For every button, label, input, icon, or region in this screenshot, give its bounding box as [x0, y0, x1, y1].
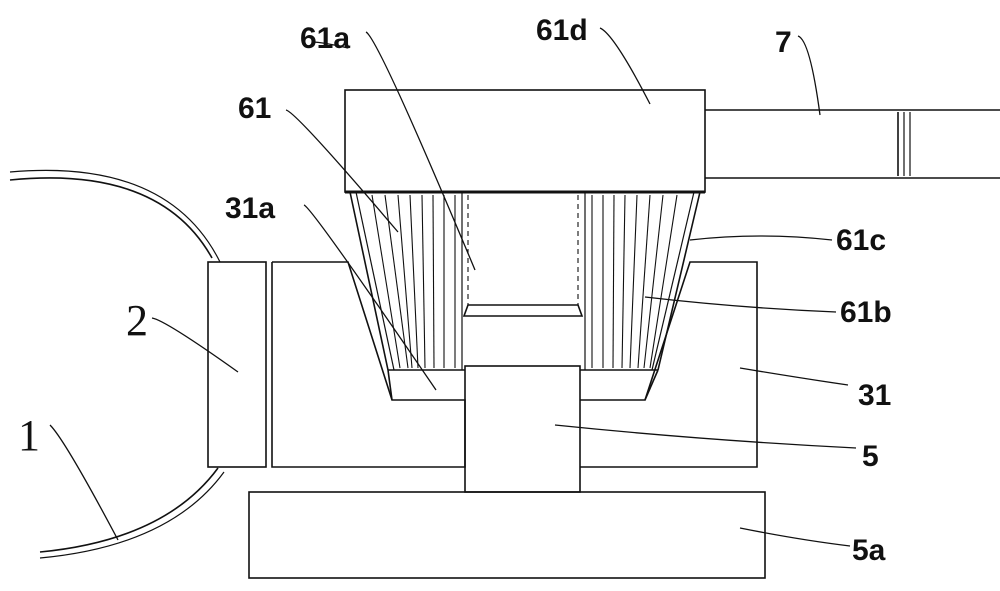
label-31a: 31a [225, 192, 275, 225]
part-61a-hollow [461, 192, 586, 370]
part-5a-base [248, 491, 766, 579]
part-61b-hatch-left [371, 194, 456, 369]
leader-lines [49, 27, 857, 547]
label-61d: 61d [536, 14, 588, 47]
part-1-arc [9, 169, 225, 559]
label-5: 5 [862, 440, 879, 473]
part-31-block-right [580, 261, 758, 468]
label-31: 31 [858, 379, 891, 412]
label-5a: 5a [852, 534, 886, 567]
label-7: 7 [775, 26, 792, 59]
label-1: 1 [18, 411, 40, 460]
part-5-post [464, 365, 581, 493]
label-61b: 61b [840, 296, 892, 329]
part-61b-hatch-right [591, 194, 678, 369]
part-7-rod [705, 109, 1000, 179]
label-61c: 61c [836, 224, 886, 257]
part-61d-head [344, 89, 706, 193]
part-2-block [207, 261, 267, 468]
label-61a: 61a [300, 22, 350, 55]
part-61-taper [349, 191, 701, 401]
label-2: 2 [126, 296, 148, 345]
label-61: 61 [238, 92, 271, 125]
